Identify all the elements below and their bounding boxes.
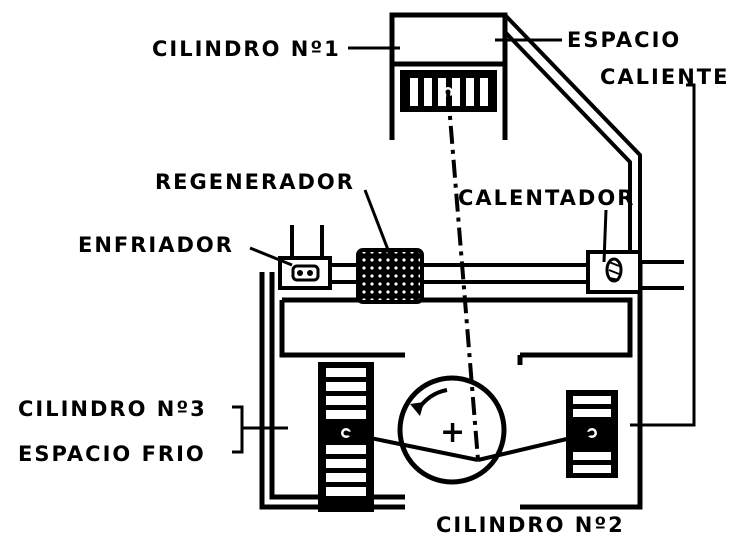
crank-center-plus: + <box>440 415 465 450</box>
label-cilindro-3: CILINDRO Nº3 <box>18 397 207 421</box>
label-cilindro-1: CILINDRO Nº1 <box>152 37 341 61</box>
connecting-rods <box>345 91 593 462</box>
label-cilindro-2: CILINDRO Nº2 <box>436 513 625 537</box>
regenerator <box>356 248 424 304</box>
label-calentador: CALENTADOR <box>458 186 635 210</box>
label-caliente: CALIENTE <box>600 65 729 89</box>
label-enfriador: ENFRIADOR <box>78 233 234 257</box>
label-espacio: ESPACIO <box>567 28 681 52</box>
cylinder-1 <box>389 12 508 140</box>
heater <box>586 250 684 294</box>
leader-lines <box>232 38 696 454</box>
hot-space-pipe <box>503 13 642 262</box>
transfer-line <box>322 263 590 284</box>
cooler <box>278 225 332 290</box>
label-regenerador: REGENERADOR <box>155 170 355 194</box>
label-espacio-frio: ESPACIO FRIO <box>18 442 206 466</box>
